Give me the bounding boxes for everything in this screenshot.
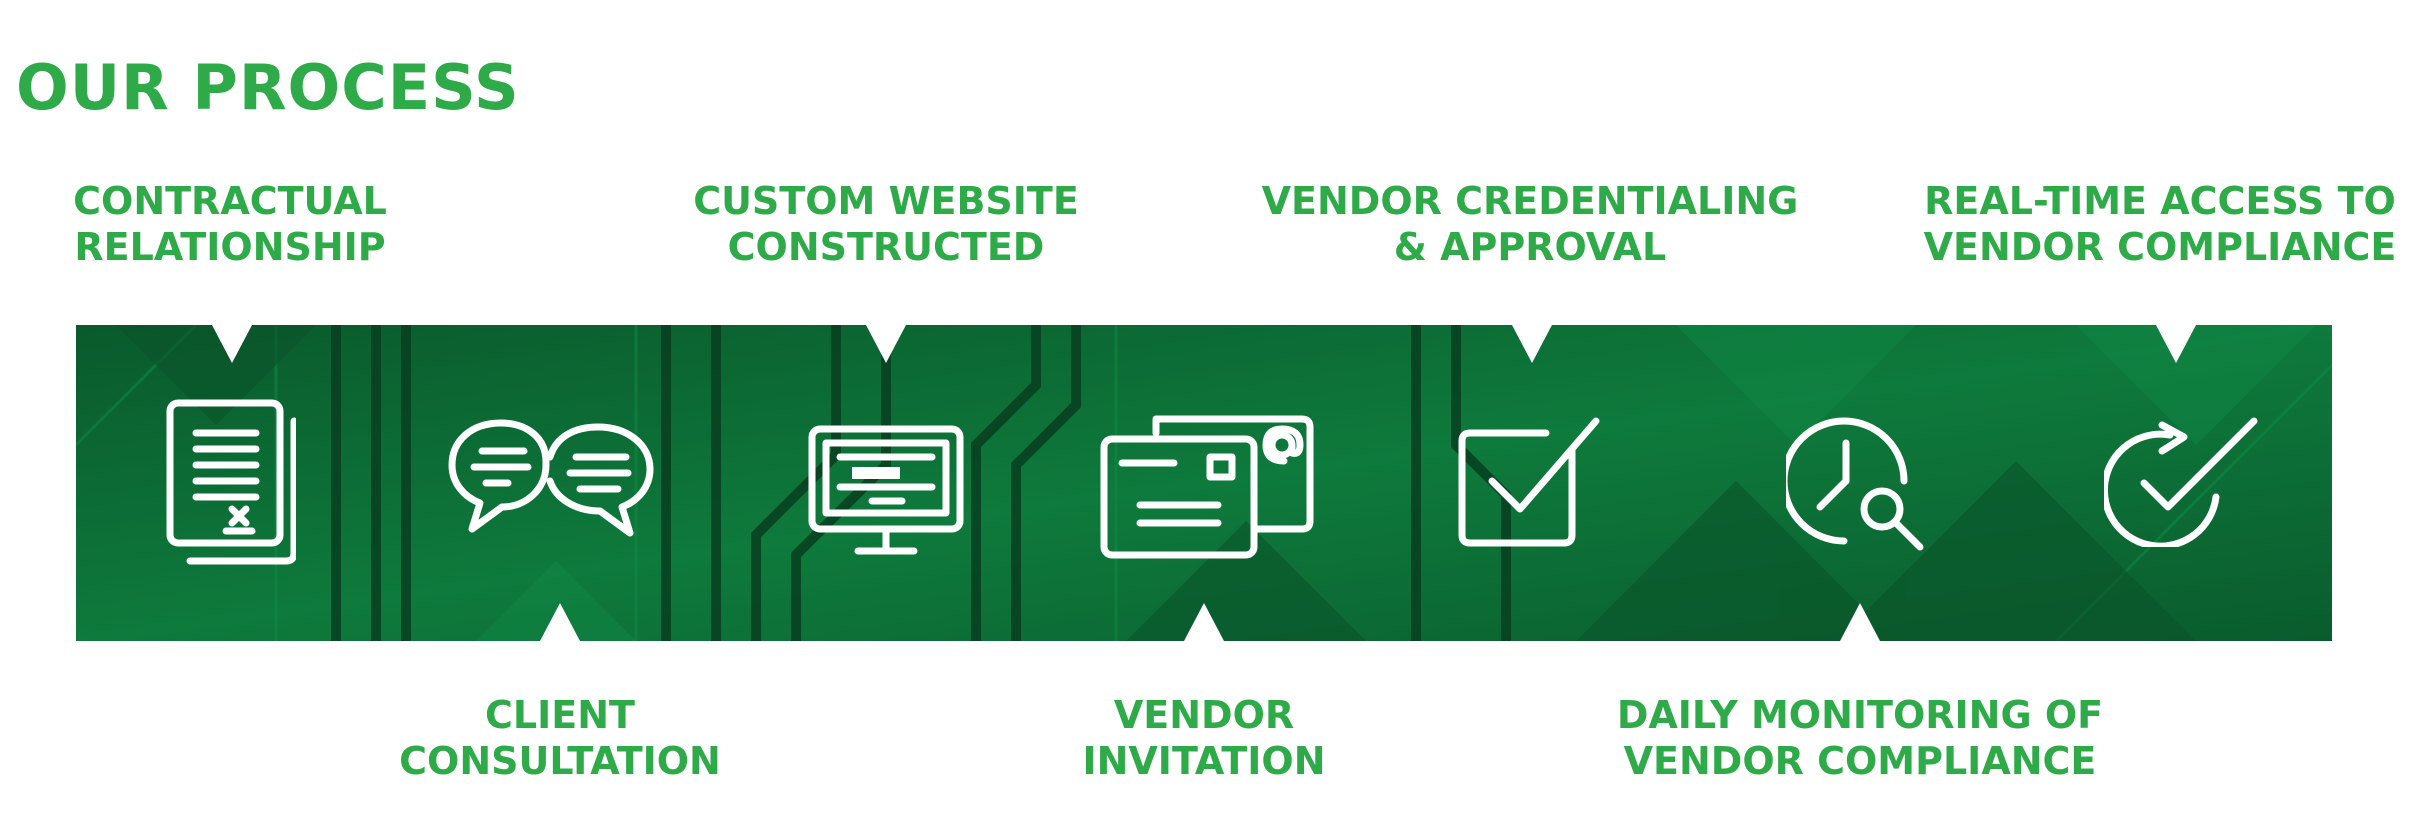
notch-step-1: [212, 325, 252, 363]
notch-step-2: [540, 603, 580, 641]
step-label-custom-website: CUSTOM WEBSITE CONSTRUCTED: [656, 178, 1116, 270]
step-5-line1: VENDOR CREDENTIALING: [1261, 179, 1799, 223]
notch-step-5: [1512, 325, 1552, 363]
page-title: OUR PROCESS: [16, 51, 520, 124]
step-label-client-consultation: CLIENT CONSULTATION: [360, 692, 760, 784]
checkbox-check-icon: [1456, 415, 1616, 555]
process-band: [76, 325, 2332, 641]
step-3-line1: CUSTOM WEBSITE: [693, 179, 1079, 223]
step-1-line2: RELATIONSHIP: [74, 225, 386, 269]
step-6-line1: DAILY MONITORING OF: [1616, 693, 2104, 737]
clock-search-icon: [1786, 413, 1936, 553]
notch-step-3: [866, 325, 906, 363]
notch-step-7: [2156, 325, 2196, 363]
step-2-line2: CONSULTATION: [399, 739, 721, 783]
step-2-line1: CLIENT: [485, 693, 635, 737]
band-background-pattern: [76, 325, 2332, 641]
step-6-line2: VENDOR COMPLIANCE: [1623, 739, 2097, 783]
monitor-icon: [806, 423, 966, 563]
step-1-line1: CONTRACTUAL: [73, 179, 387, 223]
step-4-line2: INVITATION: [1082, 739, 1326, 783]
document-icon: [156, 393, 296, 573]
step-label-daily-monitoring: DAILY MONITORING OF VENDOR COMPLIANCE: [1590, 692, 2130, 784]
step-4-line1: VENDOR: [1113, 693, 1295, 737]
notch-step-4: [1184, 603, 1224, 641]
chat-bubbles-icon: [446, 417, 656, 547]
step-7-line1: REAL-TIME ACCESS TO: [1924, 179, 2396, 223]
step-3-line2: CONSTRUCTED: [727, 225, 1045, 269]
step-label-vendor-invitation: VENDOR INVITATION: [1004, 692, 1404, 784]
notch-step-6: [1840, 603, 1880, 641]
step-label-contractual-relationship: CONTRACTUAL RELATIONSHIP: [30, 178, 430, 270]
step-label-real-time-access: REAL-TIME ACCESS TO VENDOR COMPLIANCE: [1920, 178, 2400, 270]
refresh-check-icon: [2104, 417, 2264, 547]
step-7-line2: VENDOR COMPLIANCE: [1923, 225, 2397, 269]
step-label-vendor-credentialing: VENDOR CREDENTIALING & APPROVAL: [1240, 178, 1820, 270]
envelope-at-icon: [1096, 413, 1316, 563]
step-5-line2: & APPROVAL: [1393, 225, 1667, 269]
